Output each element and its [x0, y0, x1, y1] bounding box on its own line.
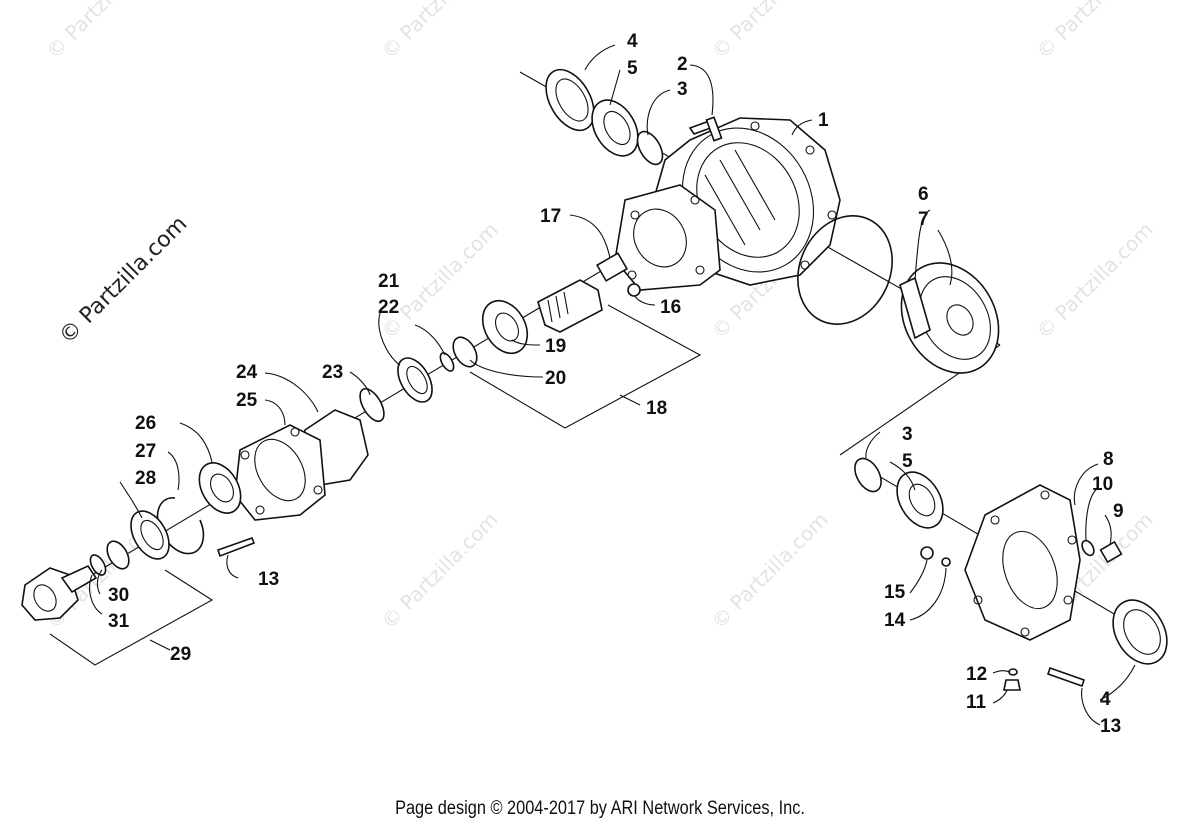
housing-plug	[627, 283, 641, 297]
pinion-spacer	[452, 336, 478, 368]
watermark: © Partzilla.com	[42, 0, 168, 64]
pinion-shim	[439, 352, 455, 372]
callout-label: 1	[818, 110, 829, 131]
group-brackets	[49, 304, 702, 666]
callout-label: 11	[966, 692, 987, 713]
callout-label: 9	[1113, 501, 1124, 522]
output-flange	[21, 564, 98, 621]
callout-label: 4	[627, 31, 638, 52]
callout-label: 18	[646, 398, 667, 419]
callout-label: 4	[1100, 689, 1111, 710]
drain-plug	[1099, 540, 1123, 564]
housing-o-ring	[797, 215, 893, 325]
callout-label: 5	[902, 451, 913, 472]
callout-label: 16	[660, 297, 681, 318]
callout-label: 14	[884, 610, 906, 631]
breather-fitting	[688, 116, 723, 142]
output-snap-ring	[156, 497, 205, 555]
callout-label: 2	[677, 54, 688, 75]
callout-label: 5	[627, 58, 638, 79]
callout-label: 31	[108, 611, 130, 632]
callout-label: 30	[108, 585, 129, 606]
bearing-right	[896, 471, 944, 529]
oil-seal-right	[1112, 599, 1168, 665]
bearing-housing	[234, 424, 326, 521]
leader-lines	[89, 44, 1136, 726]
callout-label: 12	[966, 664, 987, 685]
pinion-gear	[537, 279, 603, 333]
pinion-bearing	[481, 299, 529, 355]
callout-label: 7	[918, 209, 929, 230]
callout-label: 22	[378, 297, 399, 318]
differential-cover	[964, 484, 1081, 641]
bearing-top	[591, 99, 639, 157]
watermark: © Partzilla.com	[707, 0, 833, 64]
callout-label: 17	[540, 206, 561, 227]
oil-seal-top	[545, 68, 595, 132]
output-seal	[130, 510, 170, 560]
output-bearing	[198, 462, 242, 514]
differential-housing	[614, 117, 841, 291]
callout-labels: 1 2 3 4 5 6 7 16 17 18 19 20 21 22 23 24…	[108, 31, 1124, 737]
o-ring-right	[854, 457, 882, 493]
callout-label: 13	[1100, 716, 1121, 737]
snap-ring	[359, 387, 385, 423]
callout-label: 15	[884, 582, 906, 603]
callout-label: 21	[378, 271, 400, 292]
callout-label: 26	[135, 413, 156, 434]
callout-label: 28	[135, 468, 156, 489]
callout-label: 6	[918, 184, 929, 205]
pinion-collar	[397, 357, 433, 403]
callout-label: 10	[1092, 474, 1113, 495]
callout-label: 24	[236, 362, 258, 383]
needle-bearing	[596, 252, 628, 282]
watermark-large: © Partzilla.com	[55, 212, 193, 350]
watermark: © Partzilla.com	[377, 0, 503, 64]
watermark: © Partzilla.com	[377, 507, 503, 633]
fill-plug	[920, 546, 951, 567]
callout-label: 23	[322, 362, 343, 383]
callout-label: 25	[236, 390, 258, 411]
watermark: © Partzilla.com	[707, 507, 833, 633]
callout-label: 20	[545, 368, 566, 389]
callout-label: 3	[677, 79, 688, 100]
callout-label: 27	[135, 441, 156, 462]
small-fasteners	[1003, 666, 1086, 691]
page-footer: Page design © 2004-2017 by ARI Network S…	[395, 798, 805, 819]
drain-washer	[1081, 539, 1095, 557]
watermark: © Partzilla.com	[1032, 0, 1158, 64]
callout-label: 19	[545, 336, 566, 357]
output-collar	[106, 540, 130, 570]
cap-screw-left	[216, 536, 256, 558]
watermark: © Partzilla.com	[1032, 217, 1158, 343]
ring-gear	[899, 262, 1000, 374]
callout-label: 29	[170, 644, 191, 665]
callout-label: 13	[258, 569, 279, 590]
o-ring-top	[636, 130, 664, 166]
callout-label: 3	[902, 424, 913, 445]
callout-label: 8	[1103, 449, 1114, 470]
